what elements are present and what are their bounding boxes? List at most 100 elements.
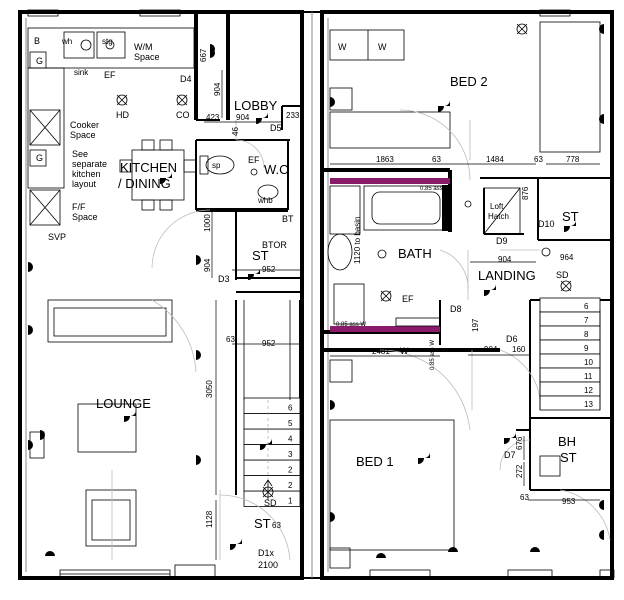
room-bh-st-2: ST [560, 450, 577, 465]
room-bed1: BED 1 [356, 454, 394, 469]
label-cooker-space: Space [70, 130, 96, 140]
room-bed2: BED 2 [450, 74, 488, 89]
label-d10: D10 [538, 219, 555, 229]
label-d1x-width: 2100 [258, 560, 278, 570]
stair-number: 5 [288, 419, 293, 428]
label-d1x: D1x [258, 548, 275, 558]
label-d7: D7 [504, 450, 516, 460]
first-floor: 6 7 8 9 10 11 12 13 [320, 9, 615, 580]
label-ef-wc: EF [248, 155, 260, 165]
label-ff-space: Space [72, 212, 98, 222]
stair-number: 8 [584, 330, 589, 339]
dim-423: 423 [206, 113, 220, 122]
stair-number: 4 [288, 435, 293, 444]
label-sink: sink [74, 68, 89, 77]
label-stg: stg [102, 37, 113, 46]
label-sp: sp [212, 161, 221, 170]
dim-63-e: 63 [520, 493, 529, 502]
label-d9: D9 [496, 236, 508, 246]
label-d6: D6 [506, 334, 518, 344]
label-w1: W [338, 42, 347, 52]
stair-number: 12 [584, 386, 593, 395]
dim-778: 778 [566, 155, 580, 164]
dim-63-c: 63 [432, 155, 441, 164]
dim-63-a: 63 [226, 335, 235, 344]
label-co: CO [176, 110, 190, 120]
label-wh: wh [61, 37, 72, 46]
label-loft-hatch: Hatch [488, 212, 509, 221]
dim-2481: 2481 [372, 347, 390, 356]
dim-667: 667 [199, 48, 208, 62]
label-ef: EF [104, 70, 116, 80]
label-g1: G [36, 56, 43, 66]
label-g2: G [36, 153, 43, 163]
label-boiler: B [34, 36, 40, 46]
dim-3050: 3050 [205, 380, 214, 398]
stair-number: 7 [584, 316, 589, 325]
room-bath: BATH [398, 246, 432, 261]
room-bh-st-1: BH [558, 434, 576, 449]
stair-number: 13 [584, 400, 593, 409]
dim-904-st: 904 [203, 258, 212, 272]
label-separate: separate [72, 159, 107, 169]
dim-904-land: 904 [498, 255, 512, 264]
dim-1863: 1863 [376, 155, 394, 164]
stair-tread [539, 311, 601, 327]
room-store-first: ST [562, 209, 579, 224]
stair-number: 6 [288, 404, 293, 413]
label-small-2: 0.85 ass W [336, 322, 366, 328]
label-wm-space: Space [134, 52, 160, 62]
dim-904-lobby-v: 904 [213, 82, 222, 96]
stair-number: 11 [584, 372, 593, 381]
dim-904-e: 904 [484, 345, 498, 354]
label-hd: HD [116, 110, 129, 120]
light-points-first [377, 23, 576, 464]
label-d4: D4 [180, 74, 192, 84]
label-whb: whb [257, 196, 273, 205]
room-dining: / DINING [118, 176, 171, 191]
dim-197: 197 [471, 318, 480, 332]
label-btor: BTOR [262, 240, 287, 250]
label-small-3: 0.85 ass W [430, 340, 436, 370]
dim-63-d: 63 [534, 155, 543, 164]
label-d8: D8 [450, 304, 462, 314]
dim-953: 953 [562, 497, 576, 506]
label-kitchen: kitchen [72, 169, 101, 179]
dim-1484: 1484 [486, 155, 504, 164]
label-svp: SVP [48, 232, 66, 242]
stair-number: 9 [584, 344, 589, 353]
label-w2: W [378, 42, 387, 52]
dim-952-a: 952 [262, 265, 276, 274]
stair-tread [539, 339, 601, 355]
dim-676: 676 [515, 436, 524, 450]
label-small-1: 0.85 ass W [420, 186, 450, 192]
first-stairs: 6 7 8 9 10 11 12 13 [539, 297, 601, 411]
dim-876: 876 [521, 186, 530, 200]
room-store-ground: ST [252, 248, 269, 263]
label-vanity: 1120 to basin [353, 217, 362, 264]
first-outer-wall [320, 10, 614, 580]
stair-tread [539, 325, 601, 341]
stair-number: 2 [288, 466, 293, 475]
stair-number: 10 [584, 358, 593, 367]
light-points-ground [116, 94, 274, 550]
dim-46: 46 [231, 127, 240, 136]
label-sd-first: SD [556, 270, 569, 280]
room-lobby: LOBBY [234, 98, 278, 113]
label-sd-ground: SD [264, 498, 277, 508]
dim-1128: 1128 [205, 510, 214, 528]
label-cooker: Cooker [70, 120, 99, 130]
room-landing: LANDING [478, 268, 536, 283]
stair-number: 6 [584, 302, 589, 311]
dim-63-b: 63 [272, 521, 281, 530]
label-loft: Loft [490, 202, 504, 211]
stair-number: 1 [288, 497, 293, 506]
room-kitchen: KITCHEN [120, 160, 177, 175]
label-d3: D3 [218, 274, 230, 284]
label-ff: F/F [72, 202, 86, 212]
room-lounge: LOUNGE [96, 396, 151, 411]
room-store-ground-2: ST [254, 516, 271, 531]
